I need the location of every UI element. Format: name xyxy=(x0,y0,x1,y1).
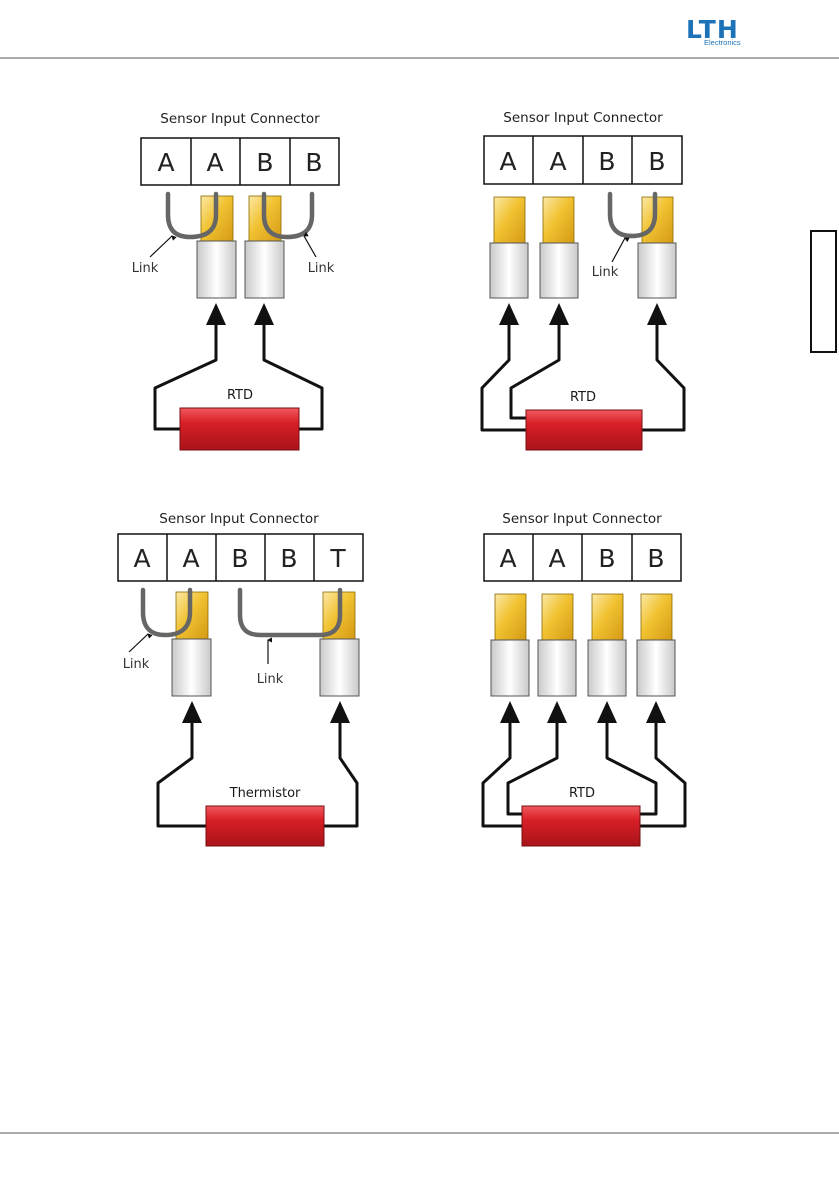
pin-label: A xyxy=(157,148,174,177)
pin-label: A xyxy=(549,147,566,176)
wire-sleeve xyxy=(588,640,626,696)
contact-pin xyxy=(542,594,573,640)
wire-sleeve xyxy=(491,640,529,696)
terminal-block: A A B B xyxy=(141,138,339,185)
connector-title: Sensor Input Connector xyxy=(160,111,320,127)
rtd-sensor xyxy=(522,806,640,846)
wire-sleeve xyxy=(245,241,284,298)
arrow-head xyxy=(499,303,519,325)
arrow-head xyxy=(182,701,202,723)
wire-sleeve xyxy=(172,639,211,696)
brand-subtitle: Electronics xyxy=(704,38,741,47)
pin-label: A xyxy=(206,148,223,177)
link-label: Link xyxy=(592,265,619,280)
arrow-head xyxy=(254,303,274,325)
arrow-head xyxy=(597,701,617,723)
brand-logo: LTH Electronics xyxy=(686,15,741,47)
contact-pin xyxy=(494,197,525,243)
wire-sleeve xyxy=(197,241,236,298)
sensor-wire xyxy=(642,310,684,430)
contact-pin xyxy=(592,594,623,640)
wire-sleeve xyxy=(538,640,576,696)
arrow-head xyxy=(646,701,666,723)
sensor-wire xyxy=(508,708,557,814)
pin-label: A xyxy=(182,544,199,573)
connector-title: Sensor Input Connector xyxy=(159,511,319,527)
wire-sleeve xyxy=(637,640,675,696)
wire-sleeve xyxy=(490,243,528,298)
arrow-head xyxy=(330,701,350,723)
sensor-wire xyxy=(158,708,206,826)
pin-label: B xyxy=(305,148,322,177)
link-pointer xyxy=(304,236,316,257)
pin-label: A xyxy=(548,544,565,573)
terminal-block: A A B B T xyxy=(118,534,363,581)
sensor-wire xyxy=(483,708,522,826)
thermistor-sensor xyxy=(206,806,324,846)
link-label: Link xyxy=(257,672,284,687)
wiring-diagram-2wire-rtd: Sensor Input Connector A A B B Link Link xyxy=(132,111,339,450)
link-label: Link xyxy=(123,657,150,672)
pin-label: A xyxy=(499,544,516,573)
sensor-wire xyxy=(607,708,656,814)
link-label: Link xyxy=(308,261,335,276)
sensor-wire xyxy=(324,708,357,826)
pin-label: B xyxy=(648,147,665,176)
sensor-label: RTD xyxy=(227,388,253,403)
arrow-head xyxy=(549,303,569,325)
connector-title: Sensor Input Connector xyxy=(503,110,663,126)
wiring-diagram-4wire-rtd: Sensor Input Connector A A B B RTD xyxy=(483,511,685,846)
arrow-head xyxy=(547,701,567,723)
link-pointer xyxy=(150,236,172,257)
terminal-block: A A B B xyxy=(484,534,681,581)
arrow-head xyxy=(206,303,226,325)
contact-pin xyxy=(641,594,672,640)
sensor-label: Thermistor xyxy=(229,786,301,801)
sensor-label: RTD xyxy=(569,786,595,801)
arrow-head xyxy=(500,701,520,723)
pin-label: B xyxy=(280,544,297,573)
pin-label: T xyxy=(329,544,346,573)
sensor-label: RTD xyxy=(570,390,596,405)
terminal-block: A A B B xyxy=(484,136,682,184)
sensor-wire xyxy=(640,708,685,826)
contact-pin xyxy=(495,594,526,640)
sensor-wire xyxy=(511,310,559,418)
pin-label: B xyxy=(598,544,615,573)
link-pointer xyxy=(612,238,625,262)
wiring-diagram-thermistor: Sensor Input Connector A A B B T Link Li… xyxy=(118,511,363,846)
wire-sleeve xyxy=(638,243,676,298)
rtd-sensor xyxy=(180,408,299,450)
link-label: Link xyxy=(132,261,159,276)
pin-label: B xyxy=(647,544,664,573)
rtd-sensor xyxy=(526,410,642,450)
arrow-head xyxy=(647,303,667,325)
wire-sleeve xyxy=(320,639,359,696)
contact-pin xyxy=(642,197,673,243)
side-tab xyxy=(811,231,836,352)
link-pointer xyxy=(129,634,148,652)
sensor-wire xyxy=(482,310,526,430)
wiring-diagram-3wire-rtd: Sensor Input Connector A A B B Link RTD xyxy=(482,110,684,450)
pin-label: A xyxy=(499,147,516,176)
pin-label: B xyxy=(231,544,248,573)
connector-title: Sensor Input Connector xyxy=(502,511,662,527)
pin-label: B xyxy=(598,147,615,176)
wire-sleeve xyxy=(540,243,578,298)
contact-pin xyxy=(543,197,574,243)
pin-label: A xyxy=(133,544,150,573)
pin-label: B xyxy=(256,148,273,177)
